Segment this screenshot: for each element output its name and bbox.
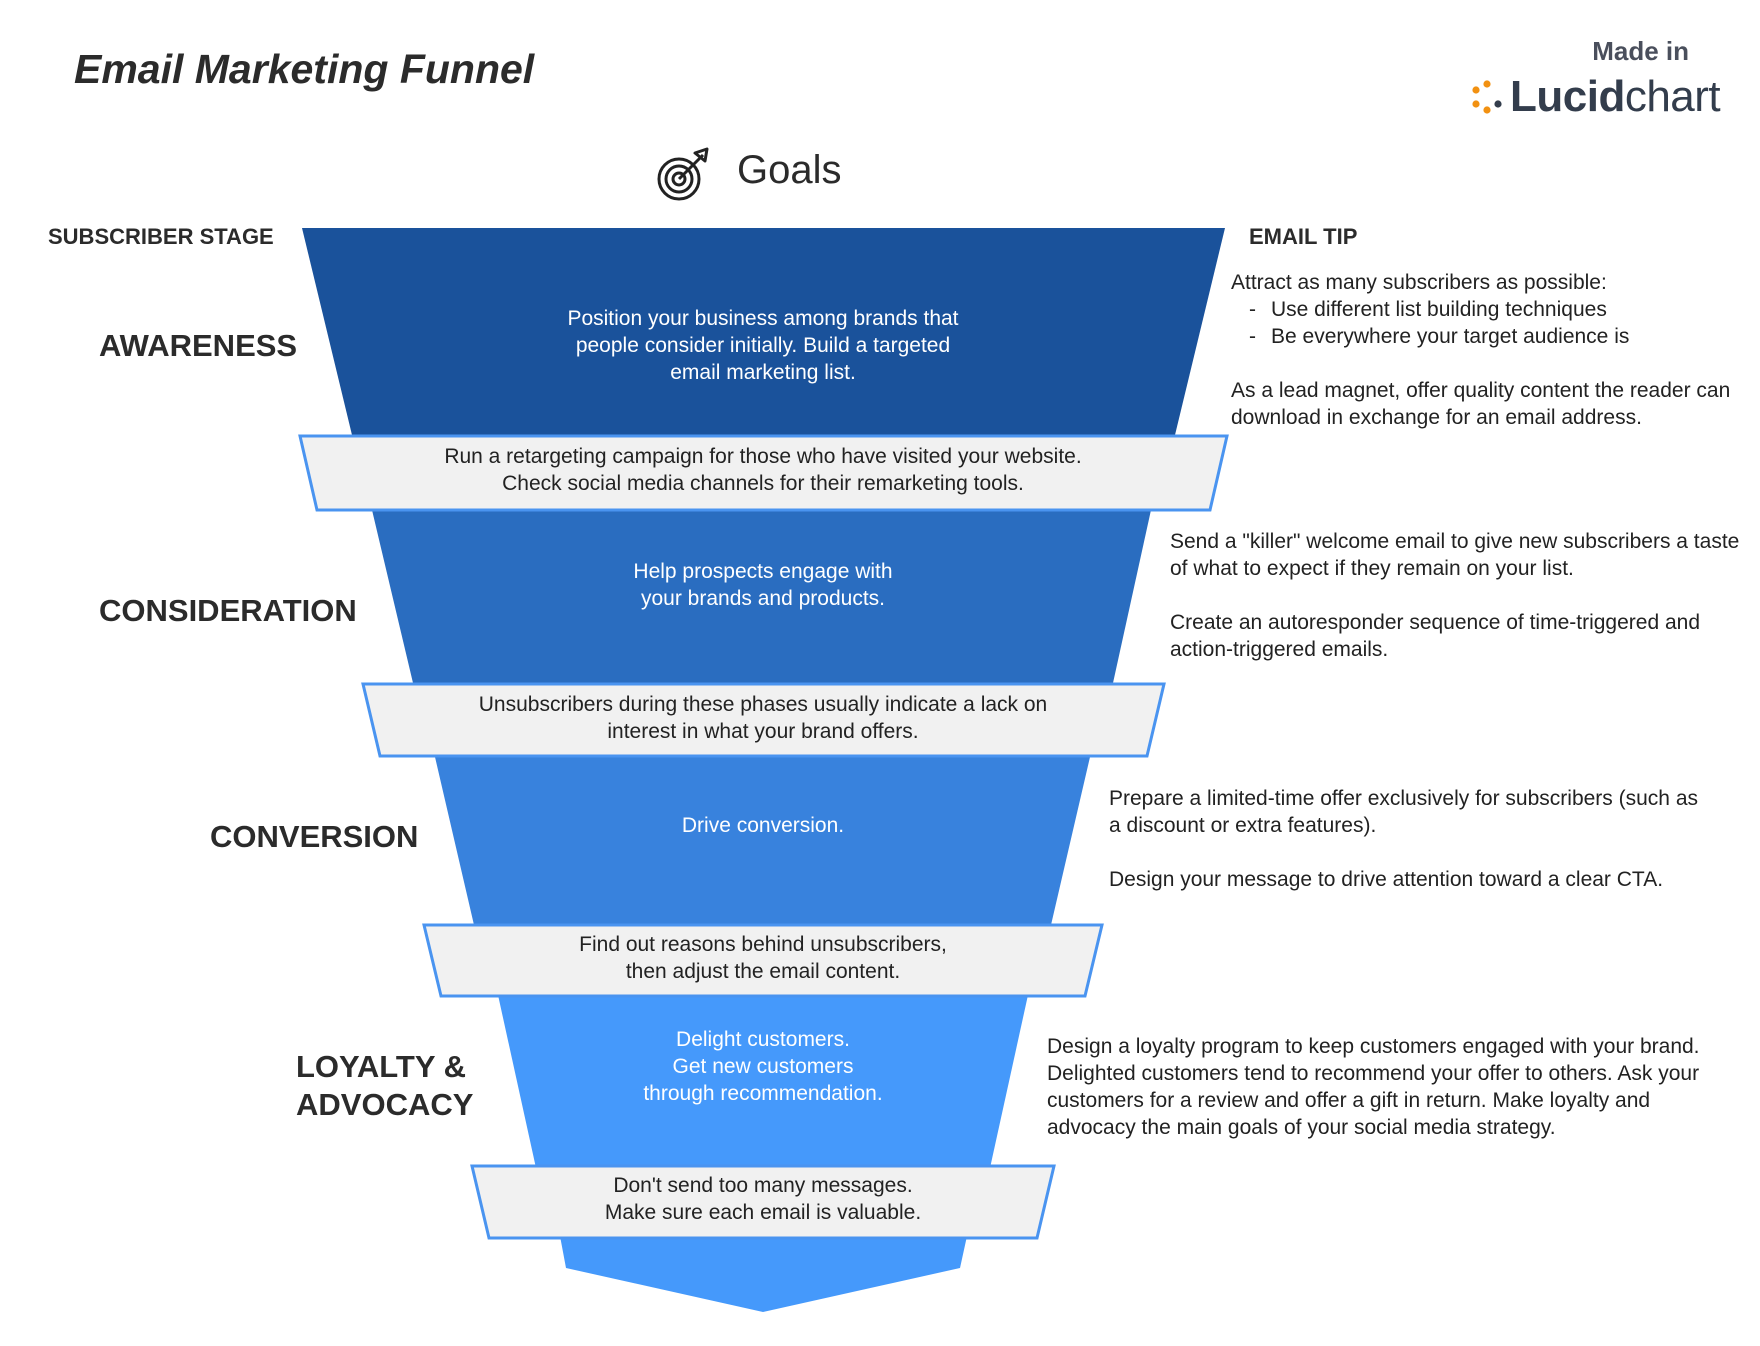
lucidchart-wordmark: Lucidchart [1510, 72, 1721, 121]
tip-conversion-2: Design your message to drive attention t… [1109, 868, 1664, 891]
conversion-segment [435, 757, 1090, 925]
tip-consideration-2: Create an autoresponder sequence of time… [1170, 611, 1701, 661]
stage-conversion: CONVERSION [210, 819, 419, 854]
goal-conversion: Drive conversion. [681, 814, 845, 837]
stage-consideration: CONSIDERATION [99, 593, 357, 628]
made-in-label: Made in [1592, 36, 1689, 66]
stage-loyalty-advocacy: LOYALTY & ADVOCACY [296, 1049, 474, 1122]
band-2 [361, 682, 1166, 758]
stage-awareness: AWARENESS [99, 328, 298, 363]
awareness-segment [302, 228, 1225, 435]
diagram-title: Email Marketing Funnel [74, 46, 535, 92]
band-text-3: Find out reasons behind unsubscribers, t… [579, 933, 947, 983]
email-tip-header: EMAIL TIP [1249, 224, 1358, 249]
goals-label: Goals [737, 148, 842, 192]
band-1 [298, 434, 1229, 512]
funnel-bands [298, 434, 1229, 1240]
tip-awareness-extra: As a lead magnet, offer quality content … [1231, 379, 1731, 429]
goal-consideration: Help prospects engage with your brands a… [633, 560, 893, 610]
funnel-tip [560, 1236, 967, 1312]
loyalty-advocacy-segment [498, 995, 1028, 1168]
tip-awareness-intro: Attract as many subscribers as possible: [1231, 271, 1607, 294]
goal-awareness: Position your business among brands that… [567, 307, 959, 384]
funnel-segments [302, 228, 1225, 1312]
target-arrow-icon [657, 147, 709, 201]
subscriber-stage-header: SUBSCRIBER STAGE [48, 224, 274, 249]
band-3 [422, 923, 1104, 998]
tip-awareness-item: Use different list building techniques [1231, 296, 1741, 323]
tip-awareness-list: Use different list building techniques B… [1231, 296, 1741, 350]
tip-conversion-1: Prepare a limited-time offer exclusively… [1109, 787, 1698, 837]
lucidchart-logo-icon [1472, 80, 1502, 114]
lucidchart-logo: Lucidchart [1470, 72, 1721, 122]
tip-conversion: Prepare a limited-time offer exclusively… [1109, 785, 1709, 893]
tip-consideration-1: Send a "killer" welcome email to give ne… [1170, 530, 1740, 580]
consideration-segment [372, 510, 1151, 683]
band-text-2: Unsubscribers during these phases usuall… [478, 693, 1048, 743]
tip-loyalty-1: Design a loyalty program to keep custome… [1047, 1035, 1700, 1139]
goal-loyalty-advocacy: Delight customers. Get new customers thr… [643, 1028, 883, 1105]
tip-consideration: Send a "killer" welcome email to give ne… [1170, 528, 1740, 663]
band-text-4: Don't send too many messages. Make sure … [604, 1174, 922, 1224]
tip-awareness-item: Be everywhere your target audience is [1231, 323, 1741, 350]
tip-awareness: Attract as many subscribers as possible:… [1231, 269, 1741, 431]
band-text-1: Run a retargeting campaign for those who… [444, 445, 1082, 495]
band-4 [470, 1164, 1056, 1240]
tip-loyalty-advocacy: Design a loyalty program to keep custome… [1047, 1033, 1737, 1141]
